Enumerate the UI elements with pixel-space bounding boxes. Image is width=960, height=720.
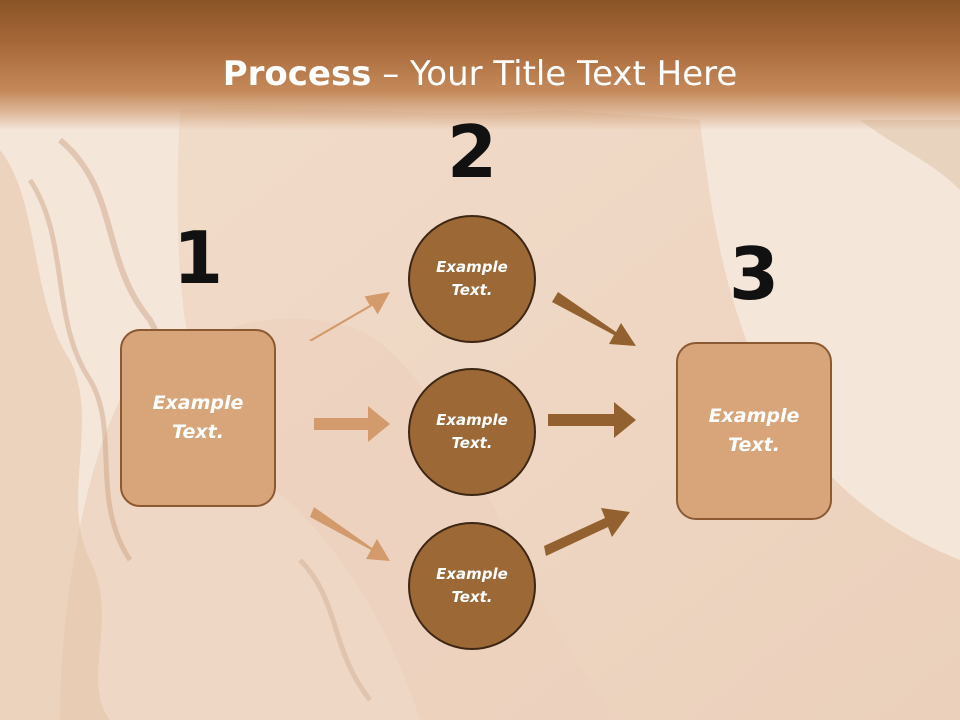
step-number-1: 1 [172, 216, 224, 300]
header-band [0, 0, 960, 130]
step-number-2: 2 [446, 110, 498, 194]
title-bold: Process [222, 54, 372, 94]
arrow-left-to-top [308, 292, 390, 342]
arrow-middle-to-right [548, 402, 636, 438]
slide-title[interactable]: Process – Your Title Text Here [0, 52, 960, 96]
arrow-left-to-middle [314, 406, 390, 442]
arrow-bottom-to-right [544, 508, 630, 556]
circle-middle-text: Example Text. [436, 411, 508, 452]
arrow-left-to-bottom [310, 507, 390, 561]
circle-bottom-text: Example Text. [436, 565, 508, 606]
circle-bottom[interactable]: Example Text. [408, 522, 536, 650]
right-box[interactable]: Example Text. [676, 342, 832, 520]
circle-top-text: Example Text. [436, 258, 508, 299]
left-box-text: Example Text. [152, 392, 244, 443]
left-box[interactable]: Example Text. [120, 329, 276, 507]
right-box-text: Example Text. [708, 405, 800, 456]
title-rest: – Your Title Text Here [371, 54, 738, 94]
circle-top[interactable]: Example Text. [408, 215, 536, 343]
step-number-3: 3 [728, 232, 780, 316]
circle-middle[interactable]: Example Text. [408, 368, 536, 496]
arrow-top-to-right [552, 292, 636, 346]
